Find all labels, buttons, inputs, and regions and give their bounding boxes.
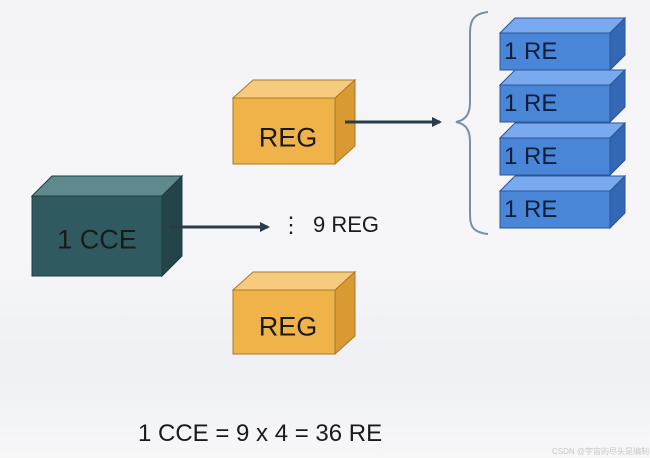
- re-label-1: 1 RE: [504, 38, 558, 65]
- re-label-2: 1 RE: [504, 90, 558, 117]
- formula-text: 1 CCE = 9 x 4 = 36 RE: [138, 420, 383, 447]
- reg-box-bottom: [231, 270, 357, 356]
- cce-box: [30, 174, 184, 278]
- re-label-4: 1 RE: [504, 196, 558, 223]
- re-label-3: 1 RE: [504, 143, 558, 170]
- reg-count-label: 9 REG: [313, 212, 380, 237]
- reg-label-top: REG: [258, 122, 318, 153]
- re-box-3: [498, 121, 627, 177]
- cce-label: 1 CCE: [57, 224, 137, 255]
- vertical-ellipsis: ⋮: [280, 212, 302, 237]
- watermark: CSDN @宇宙的尽头是编制: [552, 447, 650, 456]
- re-box-2: [498, 68, 627, 124]
- re-box-1: [498, 16, 627, 72]
- re-box-4: [498, 174, 627, 230]
- curly-brace: [455, 11, 489, 235]
- reg-label-bottom: REG: [258, 311, 318, 342]
